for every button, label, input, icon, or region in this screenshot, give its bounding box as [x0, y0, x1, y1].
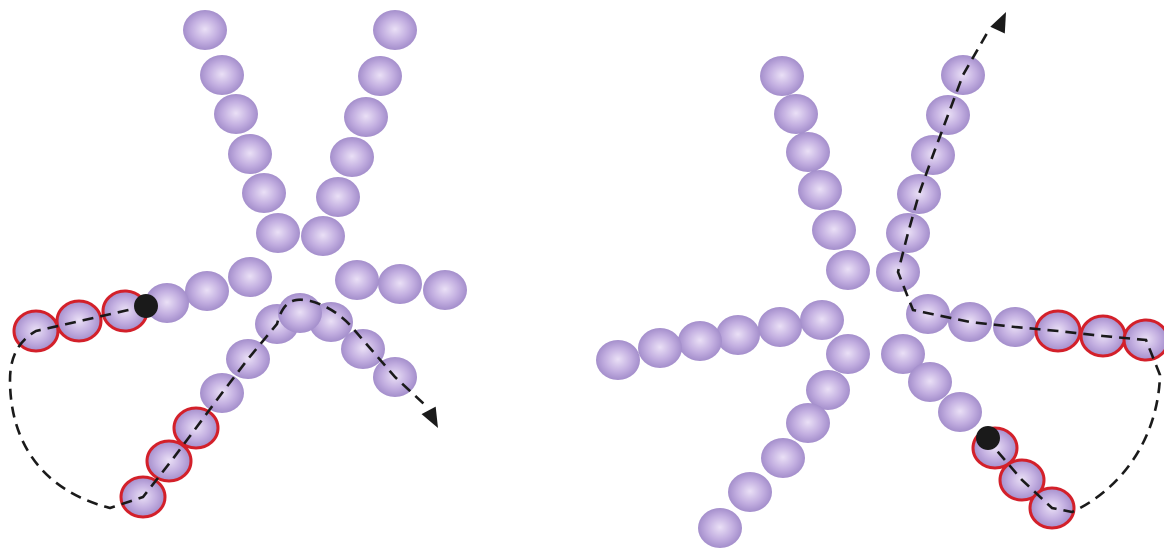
- bead: [341, 329, 385, 369]
- bead: [798, 170, 842, 210]
- bead: [183, 10, 227, 50]
- bead: [423, 270, 467, 310]
- highlighted-bead: [147, 441, 191, 481]
- start-dot-icon: [134, 294, 158, 318]
- bead: [948, 302, 992, 342]
- left-arm-up-right: [301, 10, 417, 256]
- bead: [228, 134, 272, 174]
- bead: [938, 392, 982, 432]
- bead: [373, 10, 417, 50]
- right-arm-down-right: [881, 334, 1074, 528]
- bead: [316, 177, 360, 217]
- right-diagram: [596, 12, 1164, 548]
- bead: [200, 55, 244, 95]
- bead: [344, 97, 388, 137]
- bead: [826, 250, 870, 290]
- bead: [897, 174, 941, 214]
- left-arm-right: [335, 260, 467, 310]
- left-diagram: [10, 10, 467, 517]
- bead: [638, 328, 682, 368]
- right-arm-right: [906, 294, 1164, 360]
- bead: [358, 56, 402, 96]
- bead: [242, 173, 286, 213]
- right-arm-down-left: [698, 334, 870, 548]
- bead: [800, 300, 844, 340]
- bead: [812, 210, 856, 250]
- bead: [761, 438, 805, 478]
- bead: [378, 264, 422, 304]
- right-arm-left: [596, 300, 844, 380]
- bead: [786, 132, 830, 172]
- left-arm-up-left: [183, 10, 300, 253]
- highlighted-bead: [57, 301, 101, 341]
- bead: [185, 271, 229, 311]
- bead: [941, 55, 985, 95]
- bead: [698, 508, 742, 548]
- bead: [596, 340, 640, 380]
- bead: [908, 362, 952, 402]
- bead: [226, 339, 270, 379]
- right-arm-up-left: [760, 56, 870, 290]
- bead: [678, 321, 722, 361]
- bead: [716, 315, 760, 355]
- arrow-head-icon: [990, 12, 1006, 34]
- bead: [335, 260, 379, 300]
- bead: [228, 257, 272, 297]
- bead: [786, 403, 830, 443]
- bead: [826, 334, 870, 374]
- bead: [774, 94, 818, 134]
- bead: [758, 307, 802, 347]
- bead: [728, 472, 772, 512]
- bead: [214, 94, 258, 134]
- bead: [760, 56, 804, 96]
- bead: [301, 216, 345, 256]
- start-dot-icon: [976, 426, 1000, 450]
- arrow-head-icon: [422, 407, 438, 428]
- bead: [330, 137, 374, 177]
- left-arm-down-right: [309, 302, 417, 397]
- bead: [886, 213, 930, 253]
- right-arm-up-right: [876, 55, 985, 292]
- bead: [256, 213, 300, 253]
